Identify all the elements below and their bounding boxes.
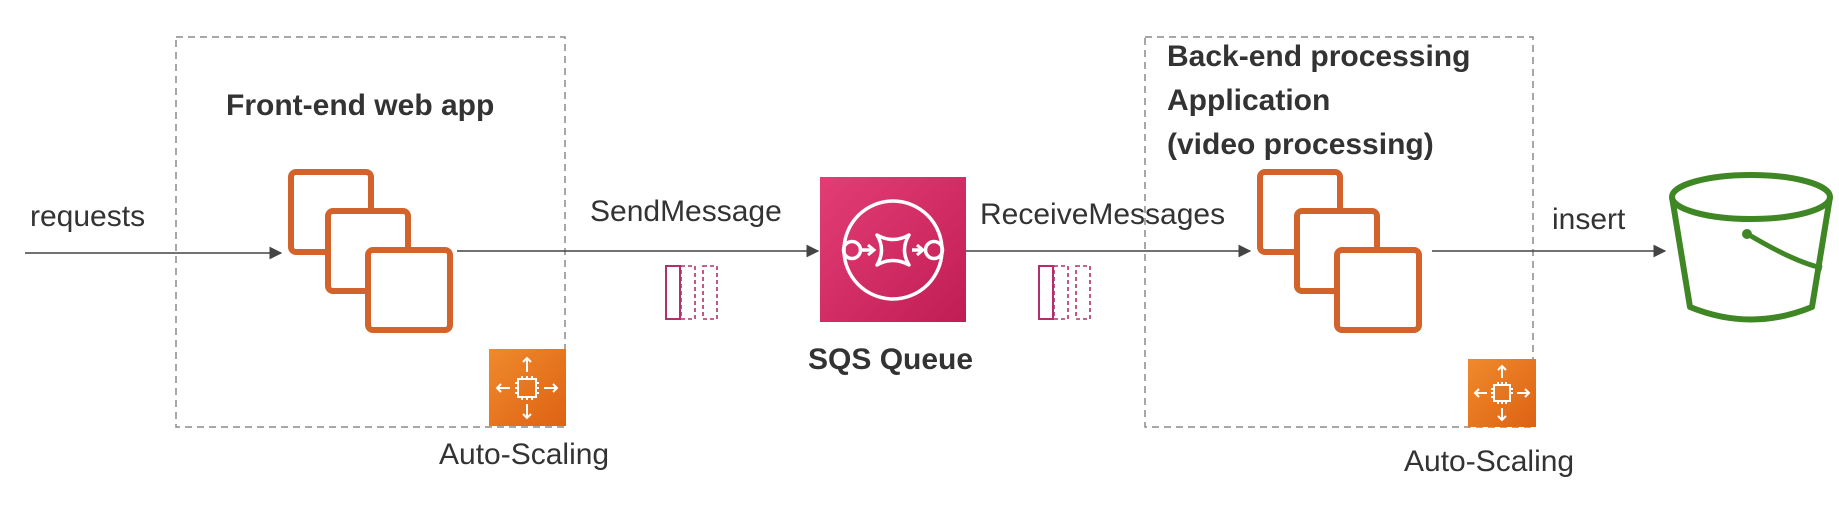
frontend-title: Front-end web app: [226, 89, 495, 122]
insert-label: insert: [1552, 203, 1626, 236]
s3-bucket-icon: [1669, 172, 1833, 323]
backend-auto-scaling-icon: [1468, 359, 1536, 427]
backend-autoscaling-label: Auto-Scaling: [1404, 445, 1575, 478]
frontend-ec2-instances-icon: [288, 169, 453, 333]
frontend-autoscaling-group: [175, 36, 566, 428]
receive-messages-label: ReceiveMessages: [980, 198, 1226, 231]
backend-message-stack-icon: [1038, 265, 1091, 320]
backend-title: Back-end processing Application (video p…: [1167, 40, 1471, 161]
send-message-label: SendMessage: [590, 195, 782, 228]
requests-label: requests: [30, 200, 146, 233]
frontend-auto-scaling-icon: [489, 349, 566, 426]
sqs-queue-label: SQS Queue: [808, 343, 974, 376]
sqs-queue-icon: [820, 177, 966, 322]
frontend-autoscaling-label: Auto-Scaling: [439, 438, 610, 471]
frontend-message-stack-icon: [665, 265, 718, 320]
backend-autoscaling-group: [1144, 36, 1534, 428]
backend-ec2-instances-icon: [1257, 169, 1422, 333]
